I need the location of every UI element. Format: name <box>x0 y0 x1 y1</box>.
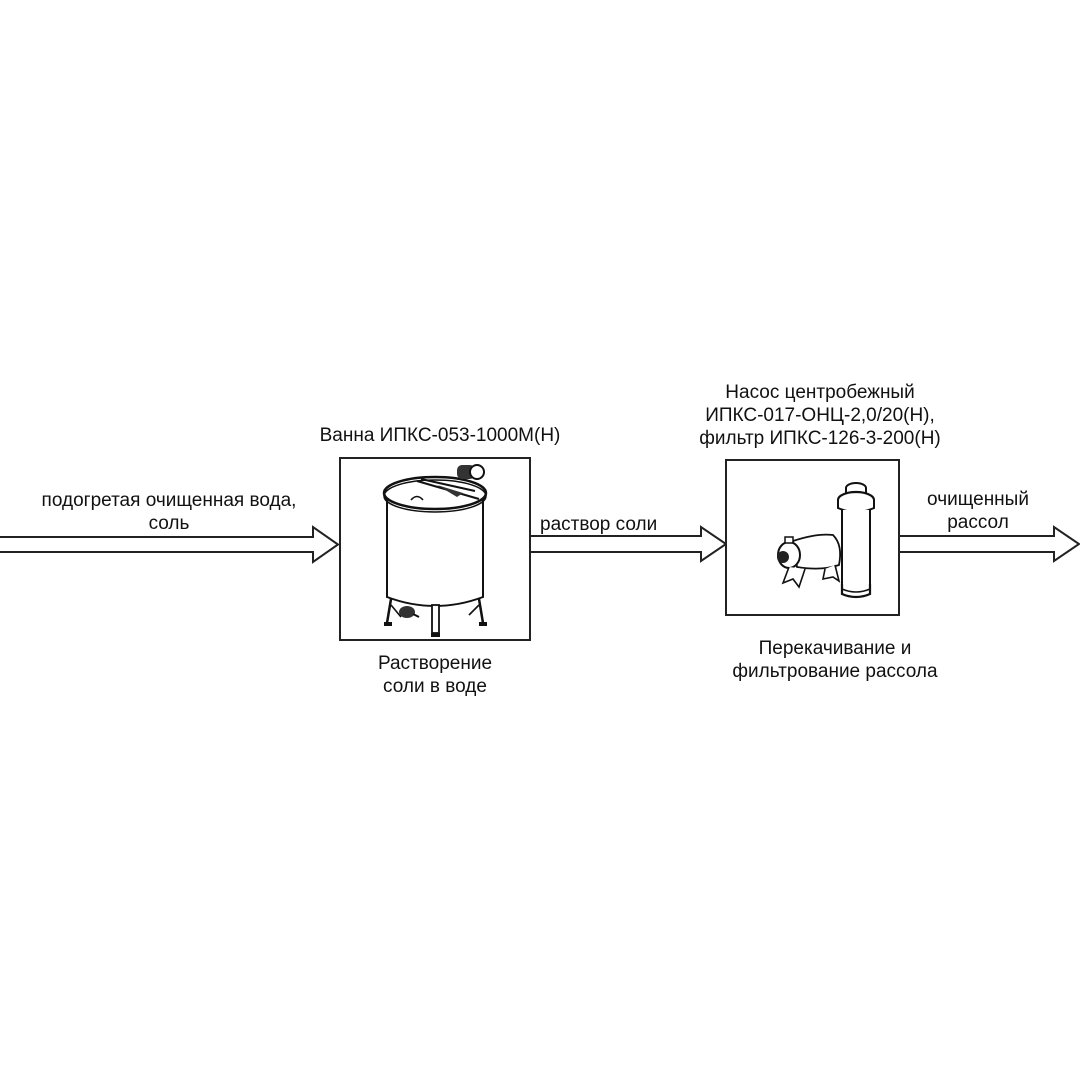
tank-with-mixer-icon <box>382 464 488 637</box>
stage1-process-line1: Растворение <box>377 653 493 674</box>
stage2-equipment-line3: фильтр ИПКС-126-3-200(Н) <box>699 428 941 449</box>
output-label-line2: рассол <box>947 512 1009 533</box>
input-label-line1: подогретая очищенная вода, <box>41 490 297 511</box>
output-label-line1: очищенный <box>927 489 1029 510</box>
stage2-process-label: Перекачивание и фильтрование рассола <box>700 637 970 683</box>
stage2-process-line1: Перекачивание и <box>758 638 912 659</box>
filter-cartridge-icon <box>836 482 876 599</box>
output-label: очищенный рассол <box>908 488 1048 534</box>
flow1-arrow <box>531 525 728 563</box>
input-label-line2: соль <box>148 513 190 534</box>
centrifugal-pump-icon <box>777 533 842 589</box>
input-arrow <box>0 525 340 564</box>
flow1-label: раствор соли <box>540 514 658 535</box>
stage1-box <box>339 457 531 641</box>
stage2-box <box>725 459 900 616</box>
stage2-equipment-line2: ИПКС-017-ОНЦ-2,0/20(Н), <box>705 405 935 426</box>
stage2-equipment-line1: Насос центробежный <box>725 382 915 403</box>
stage1-process-line2: соли в воде <box>383 676 487 697</box>
input-label: подогретая очищенная вода, соль <box>18 489 320 535</box>
output-arrow <box>900 525 1080 563</box>
stage1-process-label: Растворение соли в воде <box>340 652 530 698</box>
stage1-equipment-label: Ванна ИПКС-053-1000М(Н) <box>319 425 561 446</box>
stage2-equipment-label: Насос центробежный ИПКС-017-ОНЦ-2,0/20(Н… <box>680 381 960 450</box>
stage2-process-line2: фильтрование рассола <box>732 661 938 682</box>
